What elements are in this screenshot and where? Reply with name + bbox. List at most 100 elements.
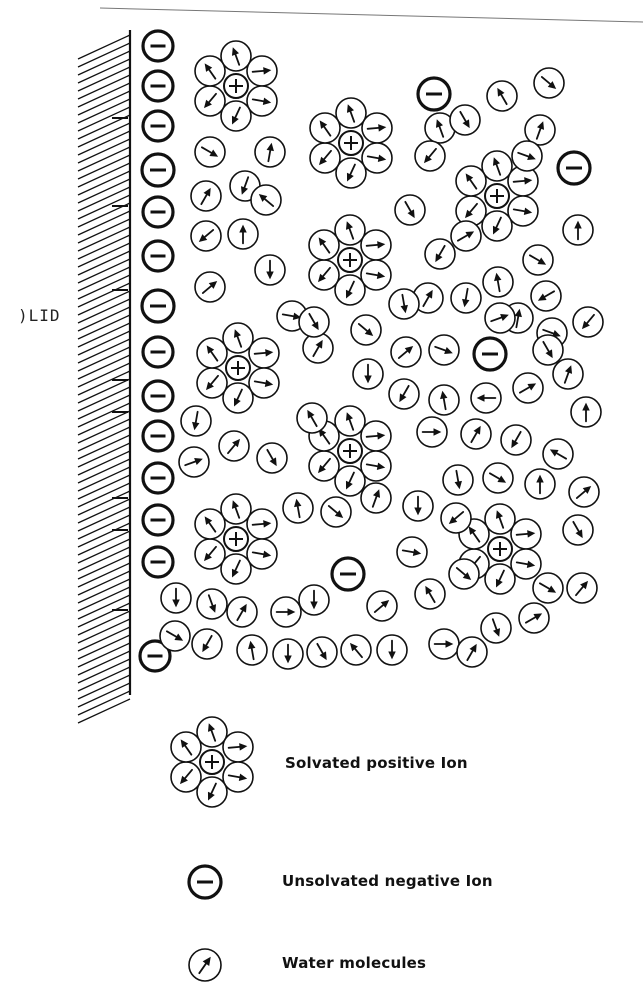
water-molecule bbox=[223, 732, 253, 762]
water-molecule bbox=[341, 635, 371, 665]
water-molecule bbox=[171, 762, 201, 792]
water-molecule bbox=[197, 717, 227, 747]
negative-ion bbox=[474, 338, 506, 370]
positive-ion bbox=[339, 131, 363, 155]
negative-ion bbox=[143, 381, 173, 411]
water-molecule bbox=[247, 56, 277, 86]
water-molecule bbox=[221, 101, 251, 131]
water-molecule bbox=[513, 373, 543, 403]
water-molecule bbox=[471, 383, 501, 413]
positive-ion bbox=[488, 537, 512, 561]
water-molecule bbox=[508, 196, 538, 226]
water-molecule bbox=[223, 762, 253, 792]
water-molecule bbox=[429, 629, 459, 659]
top-edge-line bbox=[100, 8, 643, 22]
water-molecule bbox=[271, 597, 301, 627]
water-molecule bbox=[485, 303, 515, 333]
water-molecule bbox=[195, 272, 225, 302]
water-molecule bbox=[321, 497, 351, 527]
legend-unsolvated-negative-ion-label: Unsolvated negative Ion bbox=[282, 872, 493, 890]
water-molecule bbox=[228, 219, 258, 249]
water-molecule bbox=[309, 260, 339, 290]
water-molecule bbox=[227, 597, 257, 627]
positive-ion bbox=[224, 527, 248, 551]
water-molecule bbox=[223, 323, 253, 353]
water-molecule bbox=[397, 537, 427, 567]
legend-icons bbox=[171, 717, 253, 981]
water-molecule bbox=[195, 86, 225, 116]
water-molecule bbox=[195, 539, 225, 569]
water-molecule bbox=[255, 255, 285, 285]
water-molecule bbox=[362, 143, 392, 173]
water-molecule bbox=[197, 368, 227, 398]
water-molecule bbox=[283, 493, 313, 523]
water-molecule bbox=[449, 559, 479, 589]
water-molecule bbox=[251, 185, 281, 215]
water-molecule bbox=[307, 637, 337, 667]
water-molecule bbox=[415, 141, 445, 171]
water-molecule bbox=[223, 383, 253, 413]
solvated-positive-ion bbox=[309, 215, 391, 305]
water-molecule bbox=[482, 211, 512, 241]
water-molecule bbox=[441, 503, 471, 533]
water-molecule bbox=[553, 359, 583, 389]
positive-ion bbox=[338, 248, 362, 272]
water-molecule bbox=[531, 281, 561, 311]
solvated-positive-ion bbox=[171, 717, 253, 807]
water-molecule bbox=[195, 137, 225, 167]
water-molecule bbox=[429, 335, 459, 365]
negative-ion bbox=[142, 154, 174, 186]
legend-water-molecules-label: Water molecules bbox=[282, 954, 426, 972]
negative-ion bbox=[143, 197, 173, 227]
negative-ion bbox=[143, 547, 173, 577]
water-molecule bbox=[461, 419, 491, 449]
negative-ion bbox=[143, 463, 173, 493]
negative-ion bbox=[558, 152, 590, 184]
water-molecule bbox=[335, 466, 365, 496]
negative-ion bbox=[189, 866, 221, 898]
water-molecule bbox=[450, 105, 480, 135]
water-molecule bbox=[563, 515, 593, 545]
water-molecule bbox=[483, 463, 513, 493]
water-molecule bbox=[487, 81, 517, 111]
water-molecule bbox=[195, 509, 225, 539]
water-molecule bbox=[249, 338, 279, 368]
water-molecule bbox=[247, 539, 277, 569]
water-molecule bbox=[197, 589, 227, 619]
negative-ion bbox=[143, 337, 173, 367]
water-molecule bbox=[533, 335, 563, 365]
water-molecule bbox=[563, 215, 593, 245]
water-molecule bbox=[361, 230, 391, 260]
solvated-positive-ion bbox=[195, 41, 277, 131]
water-molecule bbox=[299, 307, 329, 337]
positive-ion bbox=[226, 356, 250, 380]
water-molecule bbox=[417, 417, 447, 447]
water-molecule bbox=[336, 98, 366, 128]
water-molecule bbox=[367, 591, 397, 621]
solid-electrode bbox=[78, 30, 130, 723]
negative-ion bbox=[143, 71, 173, 101]
water-molecule bbox=[249, 368, 279, 398]
water-molecule bbox=[303, 333, 333, 363]
water-molecule bbox=[197, 777, 227, 807]
water-molecule bbox=[161, 583, 191, 613]
water-molecule bbox=[456, 166, 486, 196]
negative-ion bbox=[418, 78, 450, 110]
water-molecule bbox=[543, 439, 573, 469]
water-molecule bbox=[415, 579, 445, 609]
water-molecule bbox=[395, 195, 425, 225]
water-molecule bbox=[457, 637, 487, 667]
water-molecule bbox=[571, 397, 601, 427]
water-molecule bbox=[336, 158, 366, 188]
water-molecule bbox=[534, 68, 564, 98]
water-molecule bbox=[335, 275, 365, 305]
water-molecule bbox=[481, 613, 511, 643]
water-molecule bbox=[247, 86, 277, 116]
water-molecule bbox=[451, 221, 481, 251]
water-molecule bbox=[189, 949, 221, 981]
water-molecule bbox=[247, 509, 277, 539]
water-molecule bbox=[257, 443, 287, 473]
water-molecule bbox=[403, 491, 433, 521]
positive-ion bbox=[485, 184, 509, 208]
